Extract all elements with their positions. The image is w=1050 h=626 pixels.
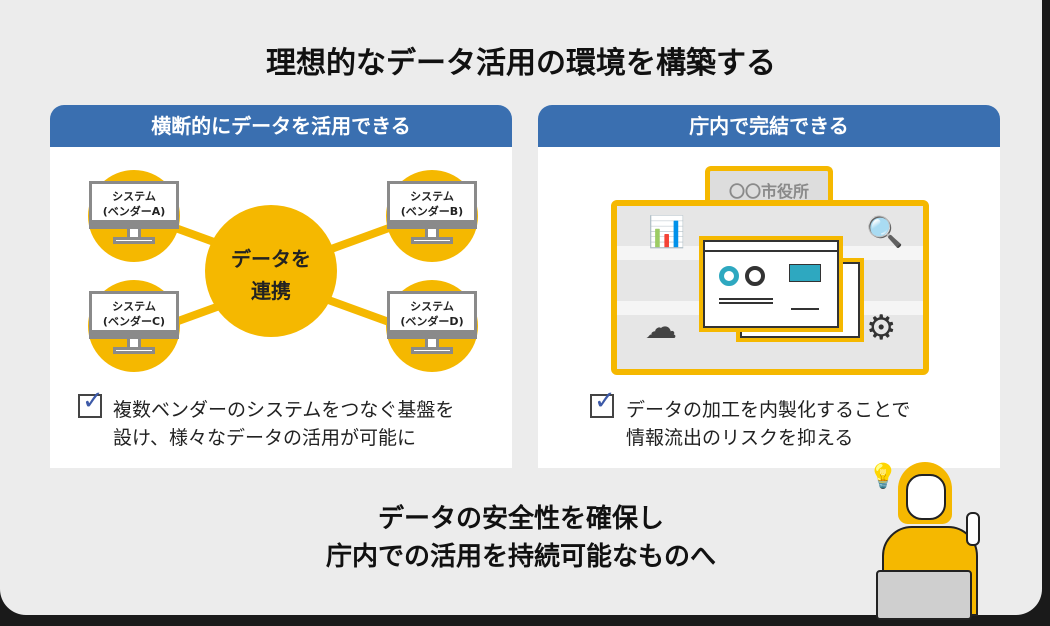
system-label: システム: [112, 300, 156, 313]
benefit-line: データの加工を内製化することで: [626, 399, 911, 421]
panel-block: [789, 264, 821, 282]
conclusion-line: 庁内での活用を持続可能なものへ: [325, 542, 716, 572]
conclusion-line: データの安全性を確保し: [377, 504, 664, 534]
building-sign: 〇〇市役所: [728, 182, 809, 201]
laptop-icon: [876, 570, 972, 620]
gear-icon: ⚙: [866, 308, 897, 348]
hub-line: データを: [231, 247, 311, 271]
monitor-icon: システム (ベンダーB): [387, 181, 477, 247]
hub-line: 連携: [251, 279, 291, 303]
text-lines: [719, 298, 773, 304]
lightbulb-icon: 💡: [868, 462, 898, 490]
monitor-icon: システム (ベンダーD): [387, 291, 477, 357]
donut-chart-icon: [719, 266, 739, 286]
raised-finger: [966, 512, 980, 546]
card-header: 横断的にデータを活用できる: [50, 105, 512, 147]
data-hub-label: データを 連携: [205, 243, 337, 307]
monitor-icon: システム (ベンダーC): [89, 291, 179, 357]
system-label: システム: [410, 300, 454, 313]
checkbox-icon: ✓: [78, 386, 104, 418]
checkbox-icon: ✓: [590, 386, 616, 418]
system-label: システム: [112, 190, 156, 203]
conclusion-text: データの安全性を確保し 庁内での活用を持続可能なものへ: [0, 500, 1042, 576]
bar-chart-icon: 📊: [648, 215, 686, 250]
benefit-text: 複数ベンダーのシステムをつなぐ基盤を 設け、様々なデータの活用が可能に: [113, 396, 454, 452]
benefit-line: 設け、様々なデータの活用が可能に: [113, 427, 417, 449]
benefit-line: 情報流出のリスクを抑える: [626, 427, 854, 449]
benefit-line: 複数ベンダーのシステムをつなぐ基盤を: [113, 399, 455, 421]
donut-chart-icon: [745, 266, 765, 286]
vendor-label: (ベンダーB): [400, 205, 464, 218]
system-label: システム: [410, 190, 454, 203]
page-title: 理想的なデータ活用の環境を構築する: [266, 46, 776, 81]
cloud-download-icon: ☁: [645, 308, 677, 346]
vendor-label: (ベンダーC): [102, 315, 166, 328]
growth-chart-icon: [791, 294, 819, 310]
dashboard-window: [703, 240, 839, 328]
magnifier-icon: 🔍: [866, 215, 904, 250]
vendor-label: (ベンダーA): [102, 205, 166, 218]
vendor-label: (ベンダーD): [400, 315, 464, 328]
monitor-icon: システム (ベンダーA): [89, 181, 179, 247]
card-header: 庁内で完結できる: [538, 105, 1000, 147]
person-face: [906, 474, 946, 520]
data-hub-circle: [205, 205, 337, 337]
benefit-text: データの加工を内製化することで 情報流出のリスクを抑える: [626, 396, 910, 452]
